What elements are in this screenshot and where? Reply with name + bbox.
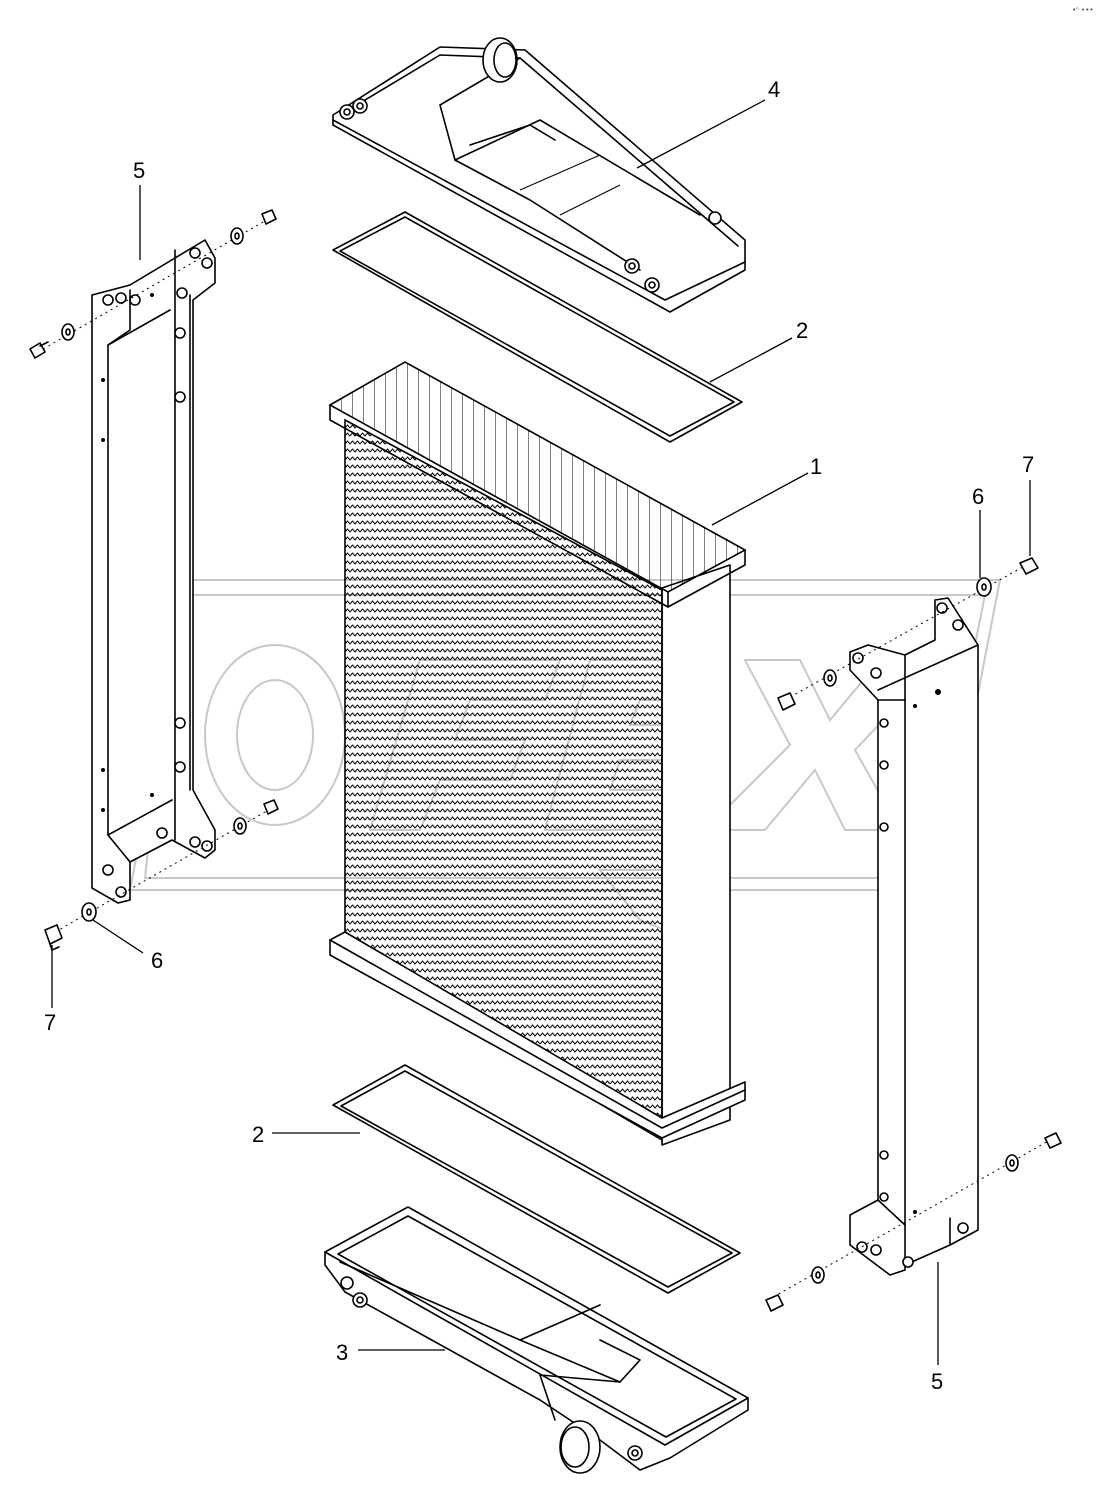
bracket-bolt-heads-right bbox=[879, 718, 889, 1202]
callout-gasket-bottom: 2 bbox=[252, 1122, 264, 1147]
callout-radiator-core: 1 bbox=[810, 454, 822, 479]
bolt-left-bottom bbox=[44, 924, 63, 951]
side-bracket-right bbox=[849, 597, 979, 1276]
gasket-top bbox=[332, 211, 743, 443]
left-hardware bbox=[29, 209, 279, 951]
callout-gasket-top: 2 bbox=[796, 318, 808, 343]
callout-top-tank: 4 bbox=[768, 77, 780, 102]
leader-lines bbox=[51, 99, 1031, 1365]
callout-washer-right: 6 bbox=[972, 484, 984, 509]
bracket-bolt-heads-left bbox=[129, 287, 188, 839]
callout-side-bracket-left: 5 bbox=[133, 158, 145, 183]
bolt-left-top bbox=[29, 341, 49, 359]
callout-bolt-left: 7 bbox=[44, 1010, 56, 1035]
right-hardware bbox=[765, 557, 1062, 1312]
callout-bolt-right: 7 bbox=[1022, 452, 1034, 477]
gasket-bottom bbox=[332, 1064, 741, 1294]
callout-side-bracket-right: 5 bbox=[931, 1369, 943, 1394]
callout-bottom-tank: 3 bbox=[336, 1340, 348, 1365]
radiator-core bbox=[328, 361, 747, 1146]
corner-mark: •ⁿ ••• bbox=[1072, 6, 1094, 14]
callout-washer-left: 6 bbox=[151, 948, 163, 973]
side-bracket-left bbox=[91, 239, 216, 904]
top-tank bbox=[332, 37, 746, 313]
bottom-tank bbox=[324, 1206, 749, 1474]
